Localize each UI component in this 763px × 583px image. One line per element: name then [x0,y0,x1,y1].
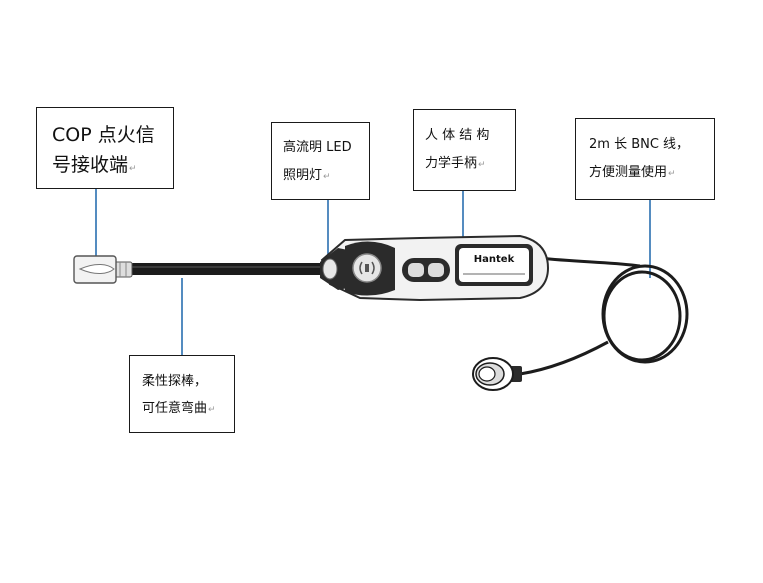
callout-cop-line1: COP 点火信 [52,124,155,146]
callout-probe-line2: 可任意弯曲 [142,401,208,416]
bnc-connector [472,357,522,391]
callout-led-line2: 照明灯 [283,168,323,183]
led-lens [322,258,338,280]
callout-cop-receiver: COP 点火信 号接收端↵ [36,107,174,189]
return-mark-icon: ↵ [323,172,331,182]
callout-probe-line1: 柔性探棒， [142,374,208,389]
ergonomic-handle: Hantek [320,234,550,302]
callout-cop-line2: 号接收端 [52,154,129,176]
flexible-probe [130,263,325,275]
return-mark-icon: ↵ [668,169,676,179]
callout-ergonomic-handle: 人 体 结 构 力学手柄↵ [413,109,516,191]
return-mark-icon: ↵ [129,164,137,174]
callout-led-line1: 高流明 LED [283,140,352,155]
callout-handle-line1: 人 体 结 构 [425,128,490,143]
callout-bnc-line2: 方便测量使用 [589,165,668,180]
return-mark-icon: ↵ [478,160,486,170]
callout-bnc-line1: 2m 长 BNC 线， [589,137,690,152]
cop-receiver-tip [73,255,133,284]
callout-flexible-probe: 柔性探棒， 可任意弯曲↵ [129,355,235,433]
callout-bnc-cable: 2m 长 BNC 线， 方便测量使用↵ [575,118,715,200]
signal-icon [359,261,375,275]
bnc-cable [519,256,689,376]
return-mark-icon: ↵ [208,405,216,415]
brand-label: Hantek [474,254,515,265]
callout-led-light: 高流明 LED 照明灯↵ [271,122,370,200]
callout-handle-line2: 力学手柄 [425,156,478,171]
